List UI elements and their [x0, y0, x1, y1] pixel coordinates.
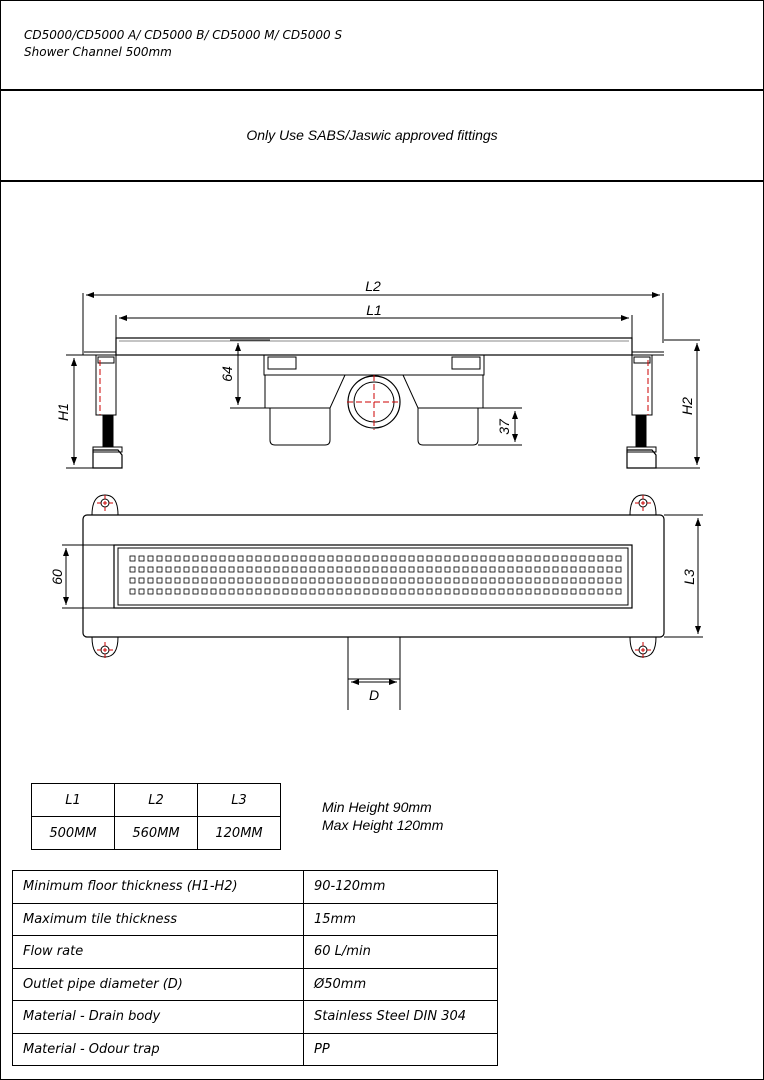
label-d: D: [369, 687, 379, 703]
header-l2: L2: [114, 783, 198, 817]
spec-value: Stainless Steel DIN 304: [303, 1000, 498, 1034]
spec-label: Material - Drain body: [12, 1000, 304, 1034]
product-title: Shower Channel 500mm: [24, 45, 172, 59]
specification-table: Minimum floor thickness (H1-H2) 90-120mm…: [12, 870, 498, 1066]
spec-value: PP: [303, 1032, 498, 1066]
top-view: [62, 494, 703, 710]
fittings-note: Only Use SABS/Jaswic approved fittings: [246, 127, 498, 143]
label-h1: H1: [55, 403, 71, 421]
table-row: Minimum floor thickness (H1-H2) 90-120mm: [12, 870, 498, 904]
header-divider: [0, 89, 764, 91]
spec-label: Material - Odour trap: [12, 1032, 304, 1066]
spec-value: Ø50mm: [303, 967, 498, 1001]
spec-value: 90-120mm: [303, 870, 498, 904]
spec-label: Outlet pipe diameter (D): [12, 967, 304, 1001]
product-codes: CD5000/CD5000 A/ CD5000 B/ CD5000 M/ CD5…: [24, 28, 343, 42]
header-l3: L3: [197, 783, 281, 817]
note-divider: [0, 180, 764, 182]
table-row: Maximum tile thickness 15mm: [12, 902, 498, 936]
value-l3: 120MM: [197, 816, 281, 850]
spec-label: Flow rate: [12, 935, 304, 969]
min-height-text: Min Height 90mm: [322, 799, 432, 815]
max-height-text: Max Height 120mm: [322, 817, 444, 833]
table-row: L1 L2 L3: [31, 783, 281, 817]
header-l1: L1: [31, 783, 115, 817]
value-l2: 560MM: [114, 816, 198, 850]
side-view: [66, 292, 700, 469]
label-l1: L1: [366, 302, 382, 318]
table-row: Material - Odour trap PP: [12, 1032, 498, 1066]
grate-holes: [129, 555, 622, 595]
spec-value: 15mm: [303, 902, 498, 936]
table-row: 500MM 560MM 120MM: [31, 816, 281, 850]
table-row: Flow rate 60 L/min: [12, 935, 498, 969]
label-64: 64: [219, 366, 235, 382]
label-h2: H2: [679, 397, 695, 415]
label-60: 60: [49, 569, 65, 585]
label-l3: L3: [681, 569, 697, 585]
table-row: Material - Drain body Stainless Steel DI…: [12, 1000, 498, 1034]
spec-label: Maximum tile thickness: [12, 902, 304, 936]
value-l1: 500MM: [31, 816, 115, 850]
dimension-table: L1 L2 L3 500MM 560MM 120MM: [31, 783, 281, 850]
label-l2: L2: [365, 278, 381, 294]
spec-label: Minimum floor thickness (H1-H2): [12, 870, 304, 904]
spec-value: 60 L/min: [303, 935, 498, 969]
table-row: Outlet pipe diameter (D) Ø50mm: [12, 967, 498, 1001]
label-37: 37: [496, 418, 512, 435]
